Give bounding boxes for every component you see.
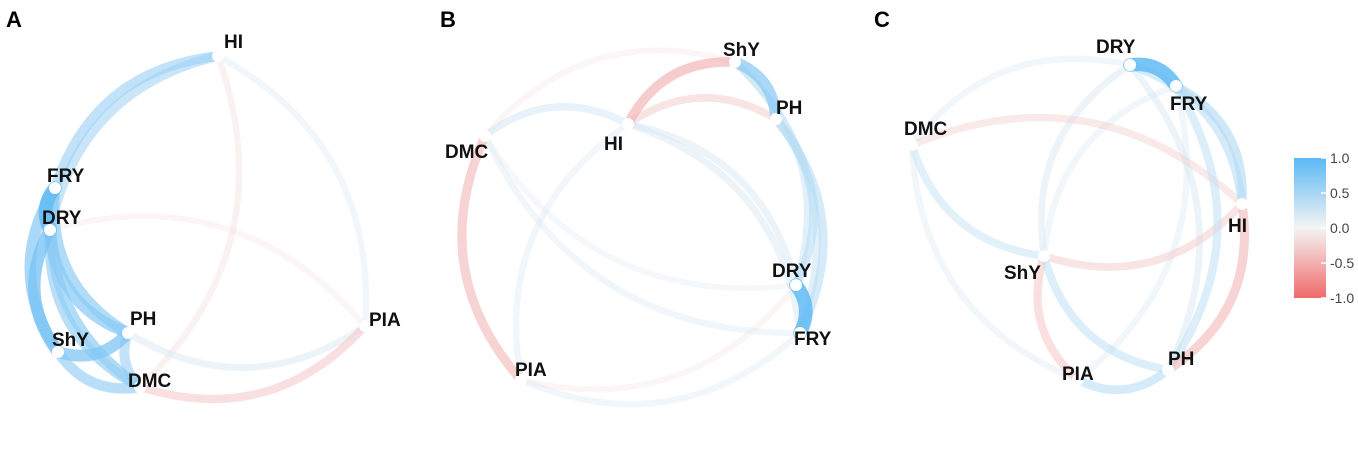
panel-b-nodes: ShY PH HI DMC DRY FRY PIA <box>445 40 832 386</box>
edge-dmc-pia <box>457 131 526 385</box>
edge-shy-dmc <box>52 346 146 394</box>
node-hi <box>1236 198 1248 210</box>
node-label-pia: PIA <box>369 310 401 331</box>
node-fry <box>1170 80 1182 92</box>
edge-dmc-shy <box>908 141 1048 260</box>
node-label-fry: FRY <box>794 329 832 350</box>
panel-letter-a: A <box>6 7 22 32</box>
node-hi <box>212 50 224 62</box>
edge-hi-pia <box>214 52 370 330</box>
edge-hi-dry <box>624 120 800 289</box>
edge-dmc-fry <box>481 132 804 337</box>
edge-dry-shy <box>28 223 65 359</box>
edge-hi-dmc <box>481 103 632 140</box>
edge-dry-ph <box>44 224 134 339</box>
edge-pia-fry <box>517 329 804 408</box>
panel-a-edges <box>24 51 370 404</box>
node-label-dmc: DMC <box>904 119 948 140</box>
node-label-fry: FRY <box>47 166 85 187</box>
panel-letter-c: C <box>874 7 890 32</box>
edge-hi-fry <box>50 51 223 193</box>
edge-shy-ph <box>52 327 134 362</box>
edge-ph-pia <box>124 322 369 371</box>
legend-tick-label: -1.0 <box>1330 290 1354 306</box>
node-label-dry: DRY <box>1096 37 1136 58</box>
edge-shy-pia <box>1033 251 1083 385</box>
legend-tick-label: 0.0 <box>1330 220 1350 236</box>
node-label-shy: ShY <box>52 330 89 351</box>
edge-shy-ph <box>1039 251 1173 375</box>
node-label-pia: PIA <box>1062 364 1094 385</box>
edge-dry-pia <box>47 213 368 329</box>
network-panel-a: A HI FRY DRY ShY PH DMC PIA <box>6 7 401 404</box>
node-shy <box>1038 250 1050 262</box>
legend-ticks: 1.0 0.5 0.0 -0.5 -1.0 <box>1321 150 1354 306</box>
edge-fry-hi <box>1171 81 1247 209</box>
legend-color-bar <box>1294 158 1326 298</box>
edge-pia-dry <box>518 282 799 393</box>
node-label-hi: HI <box>224 32 243 53</box>
legend-tick-label: 0.5 <box>1330 185 1350 201</box>
node-label-dmc: DMC <box>445 142 489 163</box>
panel-c-nodes: DRY FRY DMC HI ShY PIA PH <box>904 37 1248 386</box>
edge-fry-ph <box>1163 81 1222 375</box>
color-legend: 1.0 0.5 0.0 -0.5 -1.0 <box>1294 150 1354 306</box>
node-dmc <box>479 130 491 142</box>
edge-dry-shy <box>1037 61 1134 260</box>
node-label-hi: HI <box>1228 216 1247 237</box>
node-label-dmc: DMC <box>128 371 172 392</box>
edge-shy-hi <box>623 57 740 129</box>
node-label-dry: DRY <box>42 208 82 229</box>
node-label-shy: ShY <box>1004 263 1041 284</box>
node-dry <box>790 279 802 291</box>
edge-fry-shy <box>1040 82 1180 260</box>
node-dry <box>44 224 56 236</box>
edge-dry-dmc <box>908 55 1134 149</box>
node-ph <box>1162 364 1174 376</box>
panel-a-nodes: HI FRY DRY ShY PH DMC PIA <box>42 32 401 393</box>
node-pia <box>359 320 371 332</box>
node-pia <box>515 374 527 386</box>
node-label-ph: PH <box>130 309 156 330</box>
legend-tick-label: 1.0 <box>1330 150 1350 166</box>
legend-tick-label: -0.5 <box>1330 255 1354 271</box>
edge-hi-ph <box>1163 199 1249 375</box>
node-fry <box>49 182 61 194</box>
node-dmc <box>906 139 918 151</box>
edge-dmc-hi <box>908 113 1246 208</box>
node-label-pia: PIA <box>515 360 547 381</box>
node-label-hi: HI <box>604 134 623 155</box>
edge-dmc-pia <box>908 141 1082 384</box>
node-label-shy: ShY <box>723 40 760 61</box>
node-label-fry: FRY <box>1170 94 1208 115</box>
node-shy <box>52 346 64 358</box>
node-fry <box>794 327 806 339</box>
node-ph <box>770 113 782 125</box>
edge-hi-fry <box>624 120 804 337</box>
edge-shy-ph <box>729 56 782 125</box>
node-label-dry: DRY <box>772 261 812 282</box>
edge-dmc-pia <box>135 321 370 404</box>
node-label-ph: PH <box>1168 349 1194 370</box>
network-panel-b: B ShY PH HI DMC DRY FRY PIA <box>440 7 832 408</box>
edge-dmc-dry <box>482 133 799 291</box>
edge-hi-pia <box>512 120 632 384</box>
edge-ph-hi <box>624 93 780 128</box>
panel-b-edges <box>457 47 828 408</box>
panel-c-edges <box>908 55 1249 395</box>
edge-shy-dmc <box>482 47 738 139</box>
node-ph <box>122 327 134 339</box>
network-panel-c: C DRY FRY DMC HI ShY PIA PH <box>874 7 1249 395</box>
edge-hi-dmc <box>136 52 243 391</box>
node-dmc <box>134 381 146 393</box>
node-shy <box>729 56 741 68</box>
panel-letter-b: B <box>440 7 456 32</box>
node-hi <box>622 118 634 130</box>
node-dry <box>1124 59 1136 71</box>
node-pia <box>1072 374 1084 386</box>
edge-pia-ph <box>1073 365 1173 395</box>
node-label-ph: PH <box>776 98 802 119</box>
edge-dry-ph <box>1126 61 1203 374</box>
